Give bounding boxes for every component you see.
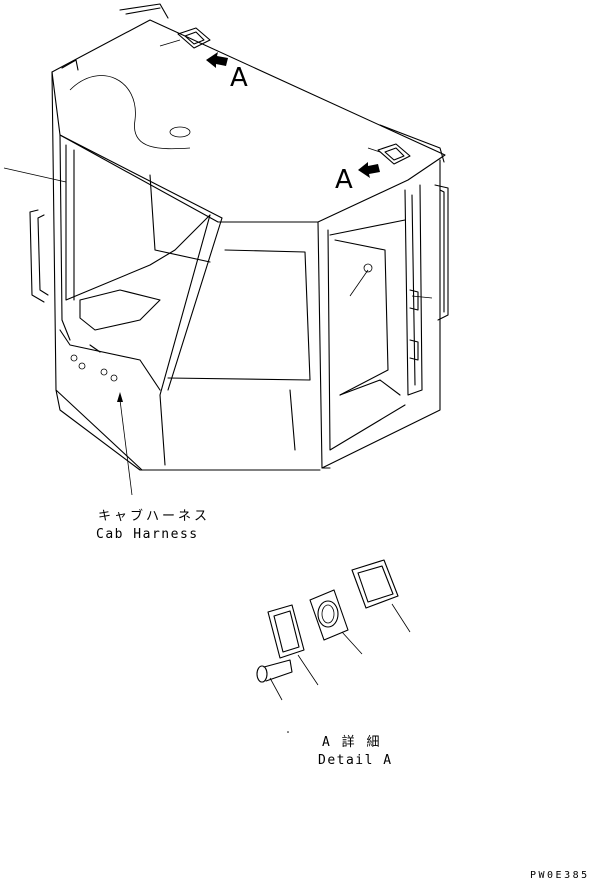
drawing-code: PW0E385 <box>530 870 590 881</box>
leader-harness-arrow <box>117 392 123 402</box>
harness-label-jp: キャブハーネス <box>98 508 210 524</box>
detail-label-jp: A 詳 細 <box>322 734 381 750</box>
detail-a-parts <box>256 559 411 733</box>
view-label-a-right: A <box>335 165 353 195</box>
cab-body <box>29 3 449 471</box>
view-label-a-top: A <box>230 63 248 93</box>
leader-left <box>3 167 67 183</box>
view-arrow-top <box>206 52 228 68</box>
view-arrow-right <box>358 162 380 178</box>
harness-label-en: Cab Harness <box>96 527 199 542</box>
leader-right-pillar <box>411 295 433 299</box>
detail-label-en: Detail A <box>318 753 393 768</box>
leader-harness <box>119 399 133 496</box>
